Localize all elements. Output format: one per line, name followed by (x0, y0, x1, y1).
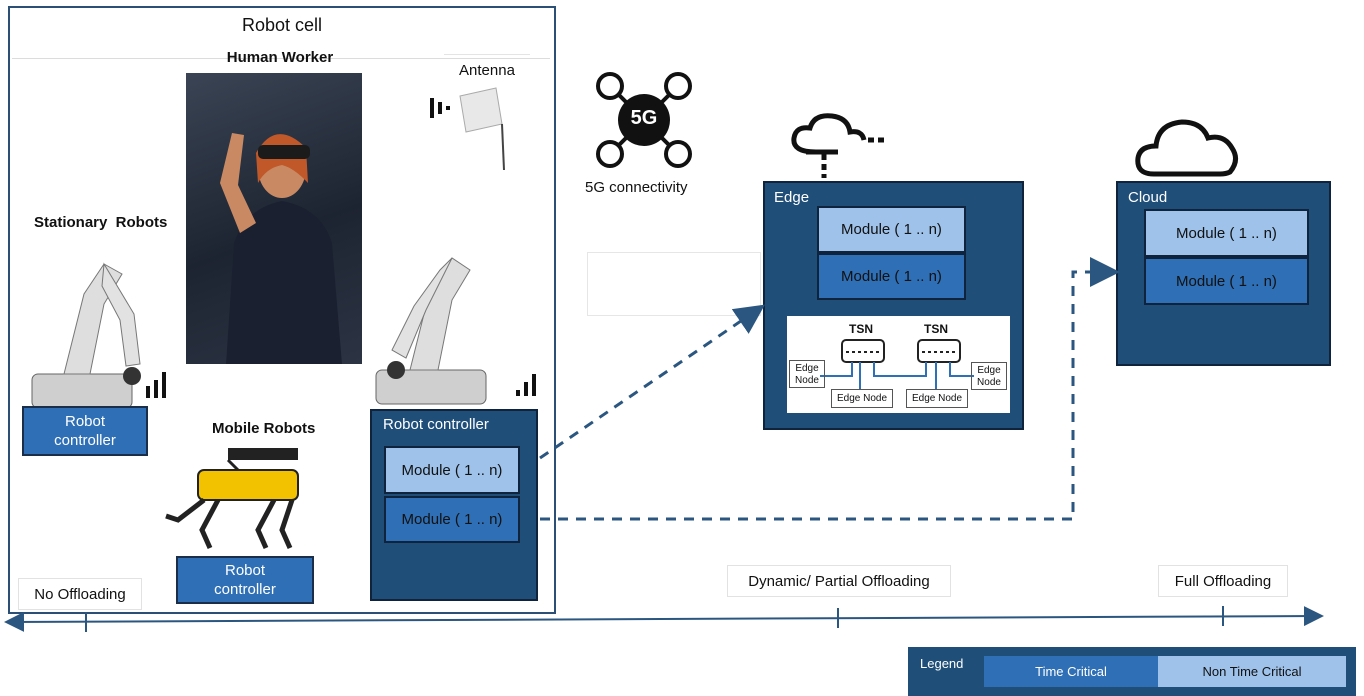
edge-node-left-line-1: Edge (795, 363, 819, 374)
module-time-critical: Module ( 1 .. n) (384, 496, 520, 543)
legend-time-critical: Time Critical (984, 656, 1158, 687)
partial-offloading-label: Dynamic/ Partial Offloading (727, 565, 951, 597)
controller-line-2: controller (54, 432, 116, 449)
edge-node-right: Edge Node (971, 362, 1007, 390)
edge-node-right-line-1: Edge (977, 365, 1001, 376)
module-non-time-critical: Module ( 1 .. n) (384, 446, 520, 494)
5g-connectivity-label: 5G connectivity (585, 179, 688, 196)
edge-node-left-line-2: Node (795, 375, 819, 386)
switch-icon (820, 339, 974, 390)
cloud-title: Cloud (1128, 189, 1168, 206)
cloud-icon (1135, 119, 1238, 177)
tsn-label-1: TSN (849, 322, 873, 336)
controller-line-1: Robot (64, 413, 106, 430)
5g-badge: 5G (630, 107, 658, 129)
tsn-label-2: TSN (924, 322, 948, 336)
human-worker-label: Human Worker (226, 49, 334, 66)
antenna-icon (430, 87, 505, 171)
arrow-to-edge (539, 304, 765, 460)
stationary-robots-label: Stationary Robots (34, 214, 168, 231)
full-offloading-label: Full Offloading (1158, 565, 1288, 597)
robot-arm-icon (375, 257, 536, 405)
robot-cell-title: Robot cell (241, 15, 323, 35)
robot-controller-stationary: Robot controller (22, 406, 148, 456)
edge-node-bottom-2: Edge Node (906, 389, 968, 408)
cloud-module-time-critical: Module ( 1 .. n) (1144, 257, 1309, 305)
edge-node-left: Edge Node (789, 360, 825, 388)
robot-controller-title: Robot controller (383, 416, 489, 433)
edge-module-time-critical: Module ( 1 .. n) (817, 253, 966, 300)
arrow-to-cloud (540, 257, 1120, 521)
5g-hub-icon (596, 72, 692, 168)
controller-line-2: controller (214, 581, 276, 598)
edge-module-non-time-critical: Module ( 1 .. n) (817, 206, 966, 253)
edge-title: Edge (774, 189, 810, 206)
edge-cloud-icon (791, 113, 886, 178)
edge-node-right-line-2: Node (977, 377, 1001, 388)
mobile-robots-label: Mobile Robots (212, 420, 316, 437)
legend-non-time-critical: Non Time Critical (1158, 656, 1346, 687)
robot-arm-icon (31, 262, 166, 409)
worker-photo (186, 73, 362, 364)
controller-line-1: Robot (224, 562, 266, 579)
offloading-axis (4, 606, 1324, 632)
robot-controller-mobile: Robot controller (176, 556, 314, 604)
antenna-label: Antenna (459, 62, 515, 79)
empty-box (587, 252, 761, 316)
legend-title: Legend (920, 656, 964, 671)
robot-dog-icon (165, 448, 299, 550)
cloud-module-non-time-critical: Module ( 1 .. n) (1144, 209, 1309, 257)
antenna-box (444, 54, 530, 175)
no-offloading-label: No Offloading (18, 578, 142, 610)
robot-cell-inner (12, 58, 550, 59)
edge-node-bottom-1: Edge Node (831, 389, 893, 408)
